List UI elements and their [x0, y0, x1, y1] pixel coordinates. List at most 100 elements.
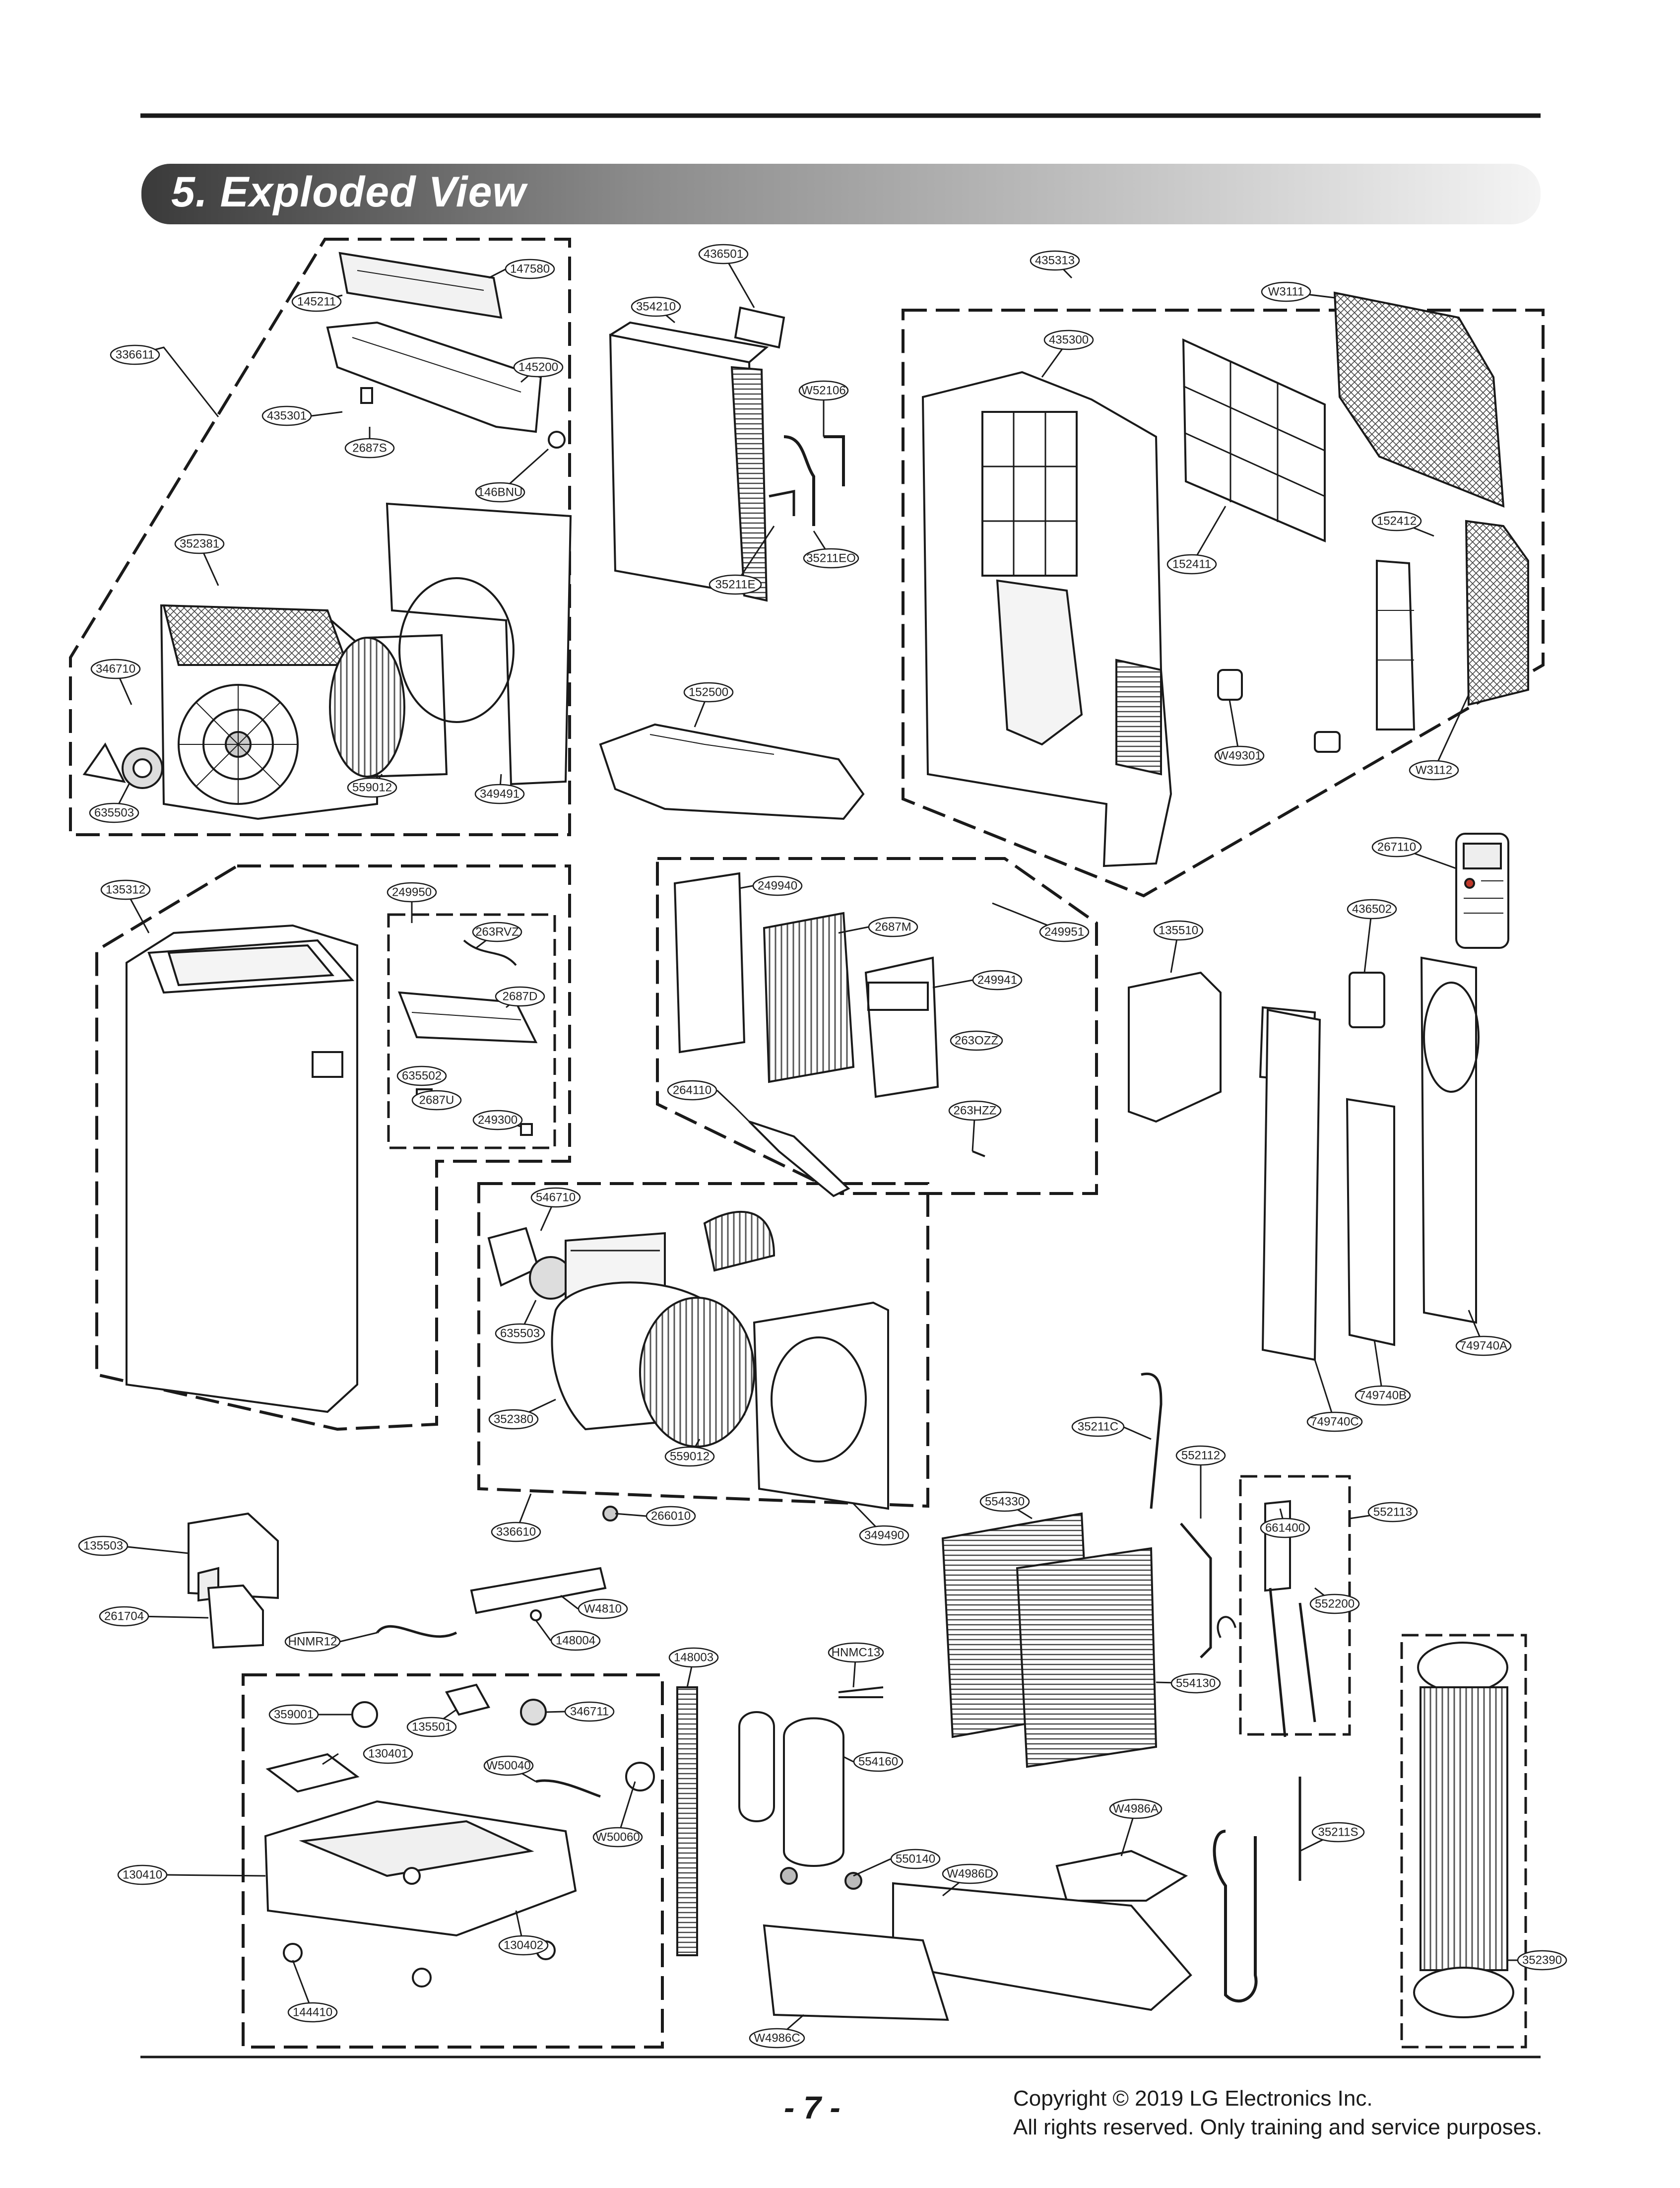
part-label-W50060: W50060 — [592, 1827, 643, 1848]
part-label-552200: 552200 — [1309, 1593, 1360, 1614]
part-label-W4986A: W4986A — [1109, 1798, 1163, 1819]
copyright-notice: Copyright © 2019 LG Electronics Inc. All… — [1013, 2084, 1542, 2142]
part-label-635503: 635503 — [89, 802, 139, 823]
part-label-435313: 435313 — [1030, 250, 1080, 271]
svg-text:359001: 359001 — [274, 1708, 314, 1722]
group-base-pan — [242, 1673, 664, 2049]
part-label-249300: 249300 — [472, 1110, 523, 1130]
svg-text:145200: 145200 — [518, 361, 558, 374]
part-label-2687M: 2687M — [868, 917, 918, 937]
part-label-249951: 249951 — [1039, 922, 1090, 942]
svg-text:559012: 559012 — [352, 781, 392, 795]
svg-text:HNMR12: HNMR12 — [288, 1635, 337, 1649]
part-label-436501: 436501 — [698, 244, 749, 265]
part-label-354210: 354210 — [631, 296, 681, 317]
svg-text:552200: 552200 — [1315, 1597, 1355, 1611]
svg-text:436501: 436501 — [704, 248, 743, 261]
part-label-152412: 152412 — [1371, 511, 1422, 531]
part-label-349490: 349490 — [859, 1525, 909, 1546]
svg-text:130402: 130402 — [504, 1939, 543, 1952]
svg-text:W50060: W50060 — [595, 1831, 640, 1844]
svg-text:336611: 336611 — [116, 348, 154, 362]
svg-text:352381: 352381 — [180, 537, 219, 551]
part-label-436502: 436502 — [1347, 899, 1397, 920]
part-label-435300: 435300 — [1043, 330, 1094, 350]
part-label-635503-b: 635503 — [495, 1323, 545, 1344]
part-label-559012: 559012 — [347, 777, 397, 798]
copyright-line-1: Copyright © 2019 LG Electronics Inc. — [1013, 2086, 1373, 2111]
part-label-550140: 550140 — [890, 1849, 941, 1869]
svg-text:263RVZ: 263RVZ — [475, 926, 519, 939]
part-label-264110: 264110 — [667, 1080, 717, 1101]
part-label-552112: 552112 — [1175, 1445, 1226, 1466]
part-label-554330: 554330 — [979, 1491, 1030, 1512]
svg-text:749740A: 749740A — [1460, 1339, 1507, 1353]
svg-text:35211EO: 35211EO — [806, 552, 856, 565]
svg-text:550140: 550140 — [896, 1853, 935, 1866]
svg-text:152500: 152500 — [689, 686, 728, 699]
part-label-W52106: W52106 — [798, 380, 849, 401]
part-label-W4986D: W4986D — [942, 1863, 998, 1884]
svg-text:749740C: 749740C — [1310, 1415, 1358, 1429]
part-label-130401: 130401 — [363, 1743, 413, 1764]
group-top-left-blower — [69, 238, 571, 836]
svg-text:635502: 635502 — [402, 1069, 442, 1083]
part-label-661400: 661400 — [1260, 1518, 1310, 1538]
svg-text:135510: 135510 — [1159, 924, 1198, 937]
svg-text:552112: 552112 — [1181, 1449, 1220, 1462]
svg-text:2687S: 2687S — [352, 442, 387, 455]
part-label-130410: 130410 — [117, 1864, 168, 1885]
svg-text:435300: 435300 — [1049, 333, 1089, 347]
svg-text:552113: 552113 — [1373, 1506, 1412, 1519]
svg-text:436502: 436502 — [1352, 903, 1392, 916]
part-label-336611: 336611 — [110, 344, 160, 365]
part-label-267110: 267110 — [1371, 837, 1422, 858]
part-label-635502: 635502 — [396, 1065, 447, 1086]
part-label-249941: 249941 — [972, 970, 1023, 991]
part-label-435301: 435301 — [261, 405, 312, 426]
part-label-263HZZ: 263HZZ — [948, 1100, 1002, 1121]
svg-text:135503: 135503 — [83, 1539, 123, 1553]
svg-text:559012: 559012 — [670, 1450, 710, 1463]
part-label-W3112: W3112 — [1409, 760, 1459, 781]
svg-text:2687D: 2687D — [503, 990, 538, 1003]
svg-text:354210: 354210 — [636, 300, 676, 314]
svg-text:249300: 249300 — [478, 1114, 517, 1127]
svg-text:554330: 554330 — [985, 1495, 1025, 1509]
part-label-35211C: 35211C — [1071, 1416, 1125, 1437]
group-rear-cabinet — [902, 309, 1545, 898]
part-label-135510: 135510 — [1153, 920, 1204, 941]
svg-text:148003: 148003 — [674, 1651, 713, 1664]
part-label-W4986C: W4986C — [749, 2028, 805, 2049]
part-label-144410: 144410 — [287, 2002, 338, 2023]
svg-text:2687M: 2687M — [875, 921, 911, 934]
svg-text:349490: 349490 — [864, 1529, 904, 1542]
svg-text:346711: 346711 — [570, 1705, 609, 1719]
svg-text:W50040: W50040 — [486, 1759, 530, 1773]
part-label-W3111: W3111 — [1261, 281, 1311, 302]
part-label-148004: 148004 — [550, 1630, 601, 1651]
part-label-W50040: W50040 — [483, 1755, 534, 1776]
svg-text:249951: 249951 — [1044, 926, 1084, 939]
svg-text:554130: 554130 — [1176, 1677, 1216, 1690]
group-cabinet-front — [95, 864, 571, 1431]
svg-text:749740B: 749740B — [1359, 1389, 1407, 1402]
svg-text:W3112: W3112 — [1416, 764, 1452, 777]
svg-text:546710: 546710 — [536, 1191, 576, 1204]
part-label-249940: 249940 — [752, 875, 803, 896]
part-label-35211E: 35211E — [709, 574, 762, 595]
svg-text:249941: 249941 — [977, 974, 1017, 987]
part-label-135501: 135501 — [406, 1717, 457, 1737]
svg-text:635503: 635503 — [500, 1327, 540, 1340]
part-label-145200: 145200 — [513, 357, 564, 378]
part-label-152411: 152411 — [1166, 554, 1217, 575]
svg-text:352380: 352380 — [494, 1413, 533, 1426]
svg-text:267110: 267110 — [1377, 841, 1416, 854]
svg-text:135312: 135312 — [106, 883, 145, 897]
part-label-2687S: 2687S — [344, 438, 395, 459]
svg-text:148004: 148004 — [556, 1634, 595, 1648]
part-label-749740C: 749740C — [1306, 1411, 1363, 1432]
svg-text:152412: 152412 — [1377, 515, 1417, 528]
svg-text:35211S: 35211S — [1318, 1826, 1358, 1839]
